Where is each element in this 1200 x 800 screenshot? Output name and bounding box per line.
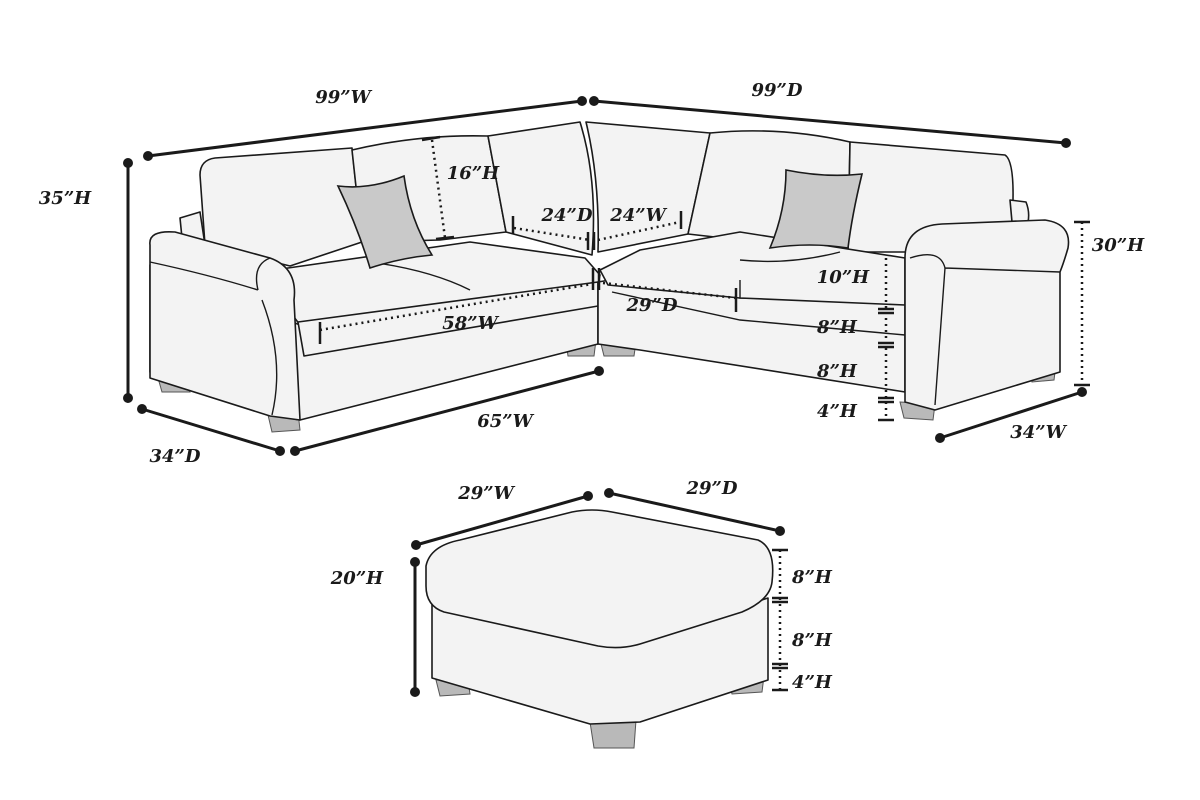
dimension-lines [123, 96, 1090, 697]
endpoint-dot [143, 151, 153, 161]
dimension-labels: 99”W 99”D 35”H 16”H 24”D 24”W 30”H 10”H … [39, 80, 1145, 693]
label-back-cushion-height: 16”H [447, 163, 500, 184]
endpoint-dot [589, 96, 599, 106]
ottoman-cushion [425, 509, 774, 649]
dimension-line-16h [430, 139, 447, 239]
label-ottoman-leg-height: 4”H [792, 672, 833, 693]
label-right-width: 34”W [1010, 422, 1067, 443]
back-cushion [487, 121, 595, 256]
label-arm-height: 30”H [1092, 235, 1145, 256]
label-seat-depth: 29”D [625, 295, 677, 316]
cushion-divider [739, 251, 841, 298]
left-arm [149, 230, 301, 421]
label-seat-width: 58”W [442, 313, 499, 334]
label-corner-depth: 24”D [540, 205, 592, 226]
label-ottoman-width: 29”W [457, 483, 515, 504]
arm-roll [909, 254, 1061, 406]
label-corner-width: 24”W [609, 205, 667, 226]
dimension-line-58w [319, 282, 593, 332]
seat-front [611, 291, 906, 336]
label-overall-height: 35”H [39, 188, 92, 209]
label-ottoman-depth: 29”D [685, 478, 737, 499]
dimension-line-34w [939, 390, 1083, 440]
label-leg-height: 4”H [817, 401, 858, 422]
label-section-width: 65”W [477, 411, 534, 432]
sectional-sofa [149, 121, 1070, 433]
endpoint-dot [594, 366, 604, 376]
back-cushion [1009, 199, 1030, 223]
label-ottoman-cushion-height: 8”H [791, 567, 833, 588]
endpoint-dot [577, 96, 587, 106]
endpoint-dot [1061, 138, 1071, 148]
endpoint-dot [1077, 387, 1087, 397]
dimension-line-24d [513, 226, 591, 242]
throw-pillow [336, 174, 434, 270]
right-arm [904, 219, 1070, 411]
endpoint-dot [275, 446, 285, 456]
endpoint-dot [137, 404, 147, 414]
endpoint-dot [290, 446, 300, 456]
throw-pillow [768, 169, 864, 250]
dimension-line-34d [141, 407, 281, 453]
dimension-line-ottoman-29d [608, 491, 781, 533]
label-left-depth: 34”D [149, 446, 200, 467]
label-ottoman-height: 20”H [330, 568, 384, 589]
label-ottoman-base-height: 8”H [791, 630, 833, 651]
back-cushion [199, 147, 363, 267]
dimension-line-99d [593, 99, 1067, 145]
dimension-line-29d [602, 281, 737, 300]
dimension-line-65w [294, 369, 600, 453]
label-base-height: 8”H [816, 361, 858, 382]
label-back-height: 10”H [817, 267, 870, 288]
label-overall-depth: 99”D [751, 80, 802, 101]
back-cushion [585, 121, 711, 253]
ottoman [425, 509, 774, 749]
endpoint-dot [123, 393, 133, 403]
label-cushion-height: 8”H [816, 317, 858, 338]
dimension-line-99w [147, 99, 583, 158]
arm-roll [149, 257, 278, 416]
dimension-line-ottoman-29w [415, 494, 589, 547]
dimension-line-24w [597, 220, 681, 242]
endpoint-dot [123, 158, 133, 168]
label-overall-width: 99”W [315, 87, 372, 108]
endpoint-dot [935, 433, 945, 443]
